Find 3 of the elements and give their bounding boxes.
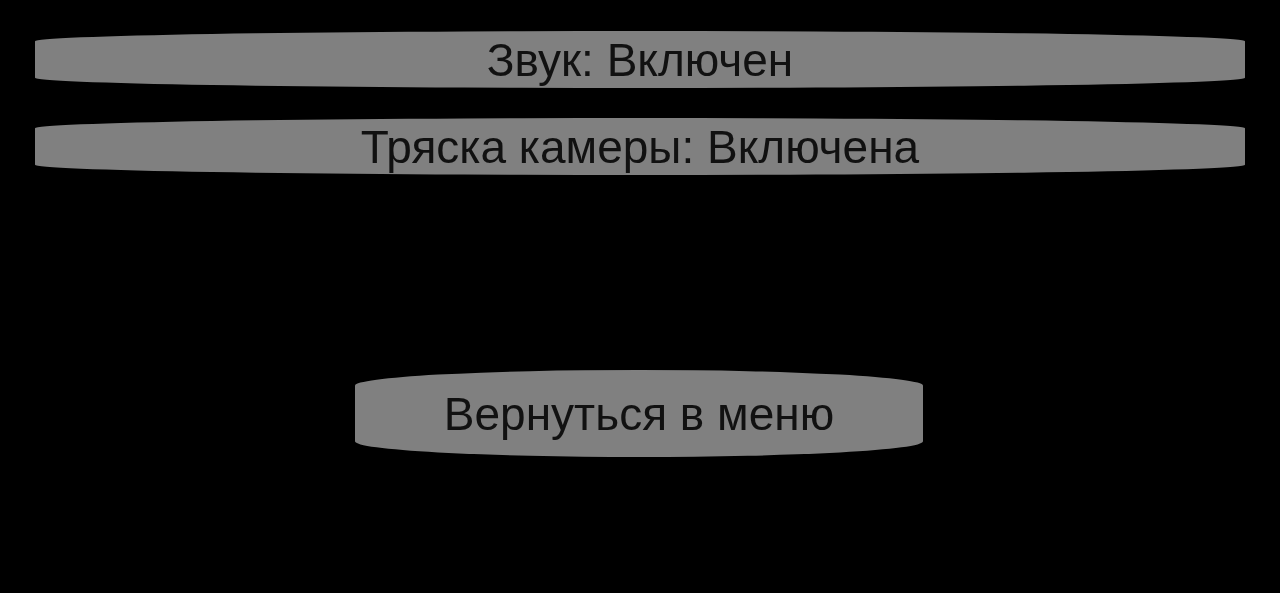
- camera-shake-toggle-button: Тряска камеры: Включена: [35, 118, 1245, 175]
- back-to-menu-button: Вернуться в меню: [355, 370, 923, 457]
- sound-toggle-button: Звук: Включен: [35, 31, 1245, 88]
